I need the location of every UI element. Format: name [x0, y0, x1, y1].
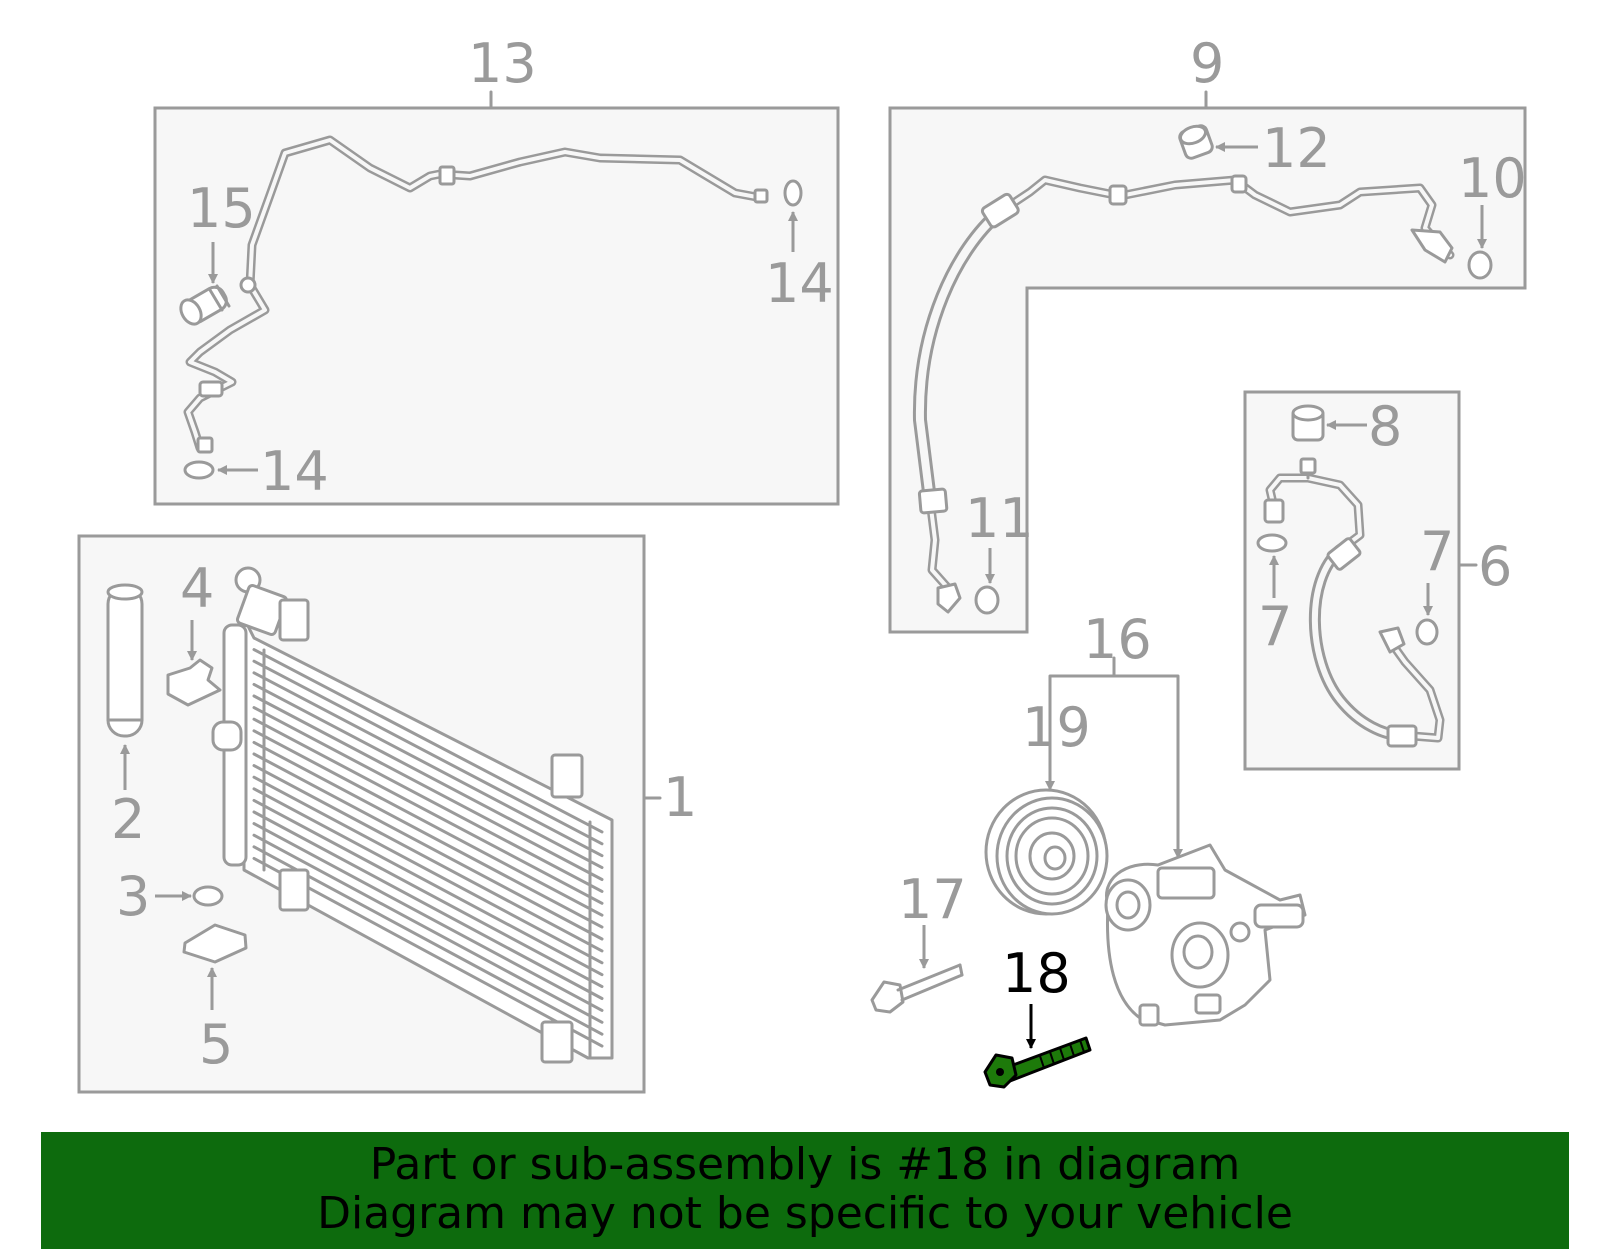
condenser-fin — [252, 787, 604, 977]
callout-8: 8 — [1368, 395, 1402, 458]
condenser-fin — [252, 833, 604, 1024]
info-banner: Part or sub-assembly is #18 in diagram D… — [41, 1132, 1569, 1249]
callout-14-upper: 14 — [765, 252, 834, 315]
panel-13-liquid-line: 13 15 14 14 — [153, 32, 840, 506]
condenser-fin — [252, 845, 604, 1036]
part-7-o-ring-right — [1415, 618, 1439, 646]
callout-2: 2 — [111, 788, 145, 851]
part-17-mounting-bolt — [870, 963, 964, 1014]
callout-6: 6 — [1478, 535, 1512, 598]
callout-13: 13 — [468, 32, 537, 95]
condenser-fin — [252, 694, 604, 881]
condenser-fin — [252, 775, 604, 965]
condenser-fins — [252, 648, 604, 1048]
callout-9: 9 — [1190, 32, 1224, 95]
callout-15: 15 — [187, 177, 256, 240]
callout-7-left: 7 — [1258, 595, 1292, 658]
part-4-bracket — [166, 658, 222, 707]
condenser-fin — [252, 659, 604, 846]
part-19-clutch-pulley — [984, 788, 1109, 916]
condenser-fin — [252, 671, 604, 858]
part-10-o-ring — [1467, 250, 1493, 280]
callout-11: 11 — [965, 487, 1034, 550]
panel-6-suction-line: 8 7 7 6 — [1243, 390, 1512, 771]
callout-12: 12 — [1262, 117, 1331, 180]
condenser-fin — [252, 856, 604, 1048]
panel-1-condenser: 4 2 3 5 1 — [77, 534, 697, 1094]
condenser-fin — [252, 682, 604, 870]
panel-9-suction-hose: 9 12 10 11 — [888, 32, 1527, 634]
part-3-o-ring — [192, 885, 224, 907]
condenser-fin — [252, 810, 604, 1000]
part-11-o-ring — [974, 585, 1000, 615]
part-16-compressor — [1104, 843, 1307, 1027]
callout-4: 4 — [180, 557, 214, 620]
condenser-fin — [252, 740, 604, 929]
part-5-bracket — [182, 923, 248, 964]
condenser-fin — [252, 752, 604, 941]
part-14-o-ring-upper — [783, 179, 803, 207]
part-18-mounting-bolt-highlighted — [983, 1036, 1092, 1089]
part-8-service-cap — [1291, 404, 1325, 442]
callout-16: 16 — [1083, 608, 1152, 671]
callout-7-right: 7 — [1420, 520, 1454, 583]
callout-3: 3 — [116, 865, 150, 928]
part-15-service-valve — [179, 284, 231, 326]
part-2-receiver-dryer — [106, 583, 144, 738]
condenser-fin — [252, 822, 604, 1012]
condenser-fin — [252, 648, 604, 834]
condenser-fin — [252, 729, 604, 917]
callout-5: 5 — [199, 1013, 233, 1076]
banner-disclaimer-line: Diagram may not be specific to your vehi… — [317, 1188, 1293, 1239]
compressor-group-16: 16 19 17 18 — [870, 608, 1307, 1089]
callout-18: 18 — [1002, 942, 1071, 1005]
condenser-fin — [252, 717, 604, 905]
callout-19: 19 — [1022, 696, 1091, 759]
condenser-fin — [252, 706, 604, 893]
part-7-o-ring-left — [1256, 533, 1288, 553]
callout-14-lower: 14 — [260, 440, 329, 503]
callout-10: 10 — [1458, 147, 1527, 210]
banner-part-line: Part or sub-assembly is #18 in diagram — [369, 1139, 1241, 1190]
callout-1: 1 — [663, 766, 697, 829]
part-14-o-ring-lower — [183, 460, 215, 480]
condenser-fin — [252, 764, 604, 953]
condenser-fin — [252, 798, 604, 989]
part-12-service-cap — [1178, 124, 1214, 160]
callout-17: 17 — [898, 868, 967, 931]
